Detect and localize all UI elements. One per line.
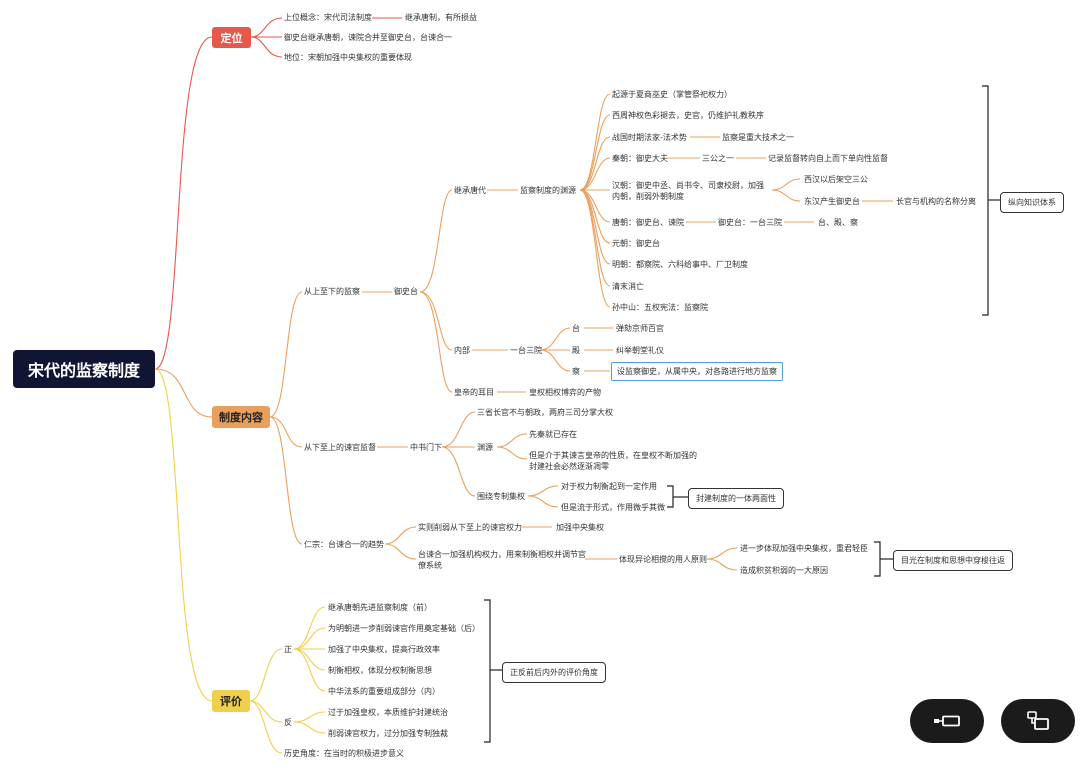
node-pre-qin[interactable]: 先秦就已存在 xyxy=(529,430,577,439)
node-origin[interactable]: 监察制度的渊源 xyxy=(520,186,576,195)
node-renzong[interactable]: 仁宗：台谏合一的趋势 xyxy=(304,540,384,549)
node-one-platform[interactable]: 一台三院 xyxy=(510,346,542,355)
node-history-1[interactable]: 起源于夏商巫史（掌管祭祀权力） xyxy=(612,90,732,99)
summary-institution-thought[interactable]: 目光在制度和思想中穿梭往返 xyxy=(893,550,1013,571)
node-history-6b[interactable]: 台、殿、察 xyxy=(818,218,858,227)
node-neg-1[interactable]: 过于加强皇权，本质维护封建统治 xyxy=(328,708,448,717)
node-formality[interactable]: 但是流于形式，作用微乎其微 xyxy=(561,503,665,512)
node-inherit[interactable]: 继承唐制，有所损益 xyxy=(405,13,477,22)
node-history-6[interactable]: 唐朝：御史台、谏院 xyxy=(612,218,684,227)
node-history-5[interactable]: 汉朝：御史中丞、尚书令、司隶校尉，加强内朝，削弱外朝制度 xyxy=(612,181,764,201)
node-between-1[interactable]: 但是介于其谏言皇帝的性质，在皇权不断加强的 xyxy=(529,451,697,460)
node-court-dian[interactable]: 殿 xyxy=(572,346,580,355)
node-positive[interactable]: 正 xyxy=(284,645,292,654)
node-pos-3[interactable]: 加强了中央集权，提高行政效率 xyxy=(328,645,440,654)
node-history-5b[interactable]: 东汉产生御史台 xyxy=(804,197,860,206)
node-history-2[interactable]: 西周神权色彩褪去，史官，仍维护礼教秩序 xyxy=(612,111,764,120)
node-pos-1[interactable]: 继承唐朝先进监察制度（前） xyxy=(328,603,432,612)
node-history-4[interactable]: 秦朝：御史大夫 xyxy=(612,154,668,163)
node-emperor-eyes[interactable]: 皇帝的耳目 xyxy=(454,388,494,397)
node-inherit-tang[interactable]: 继承唐代 xyxy=(454,186,486,195)
node-checks[interactable]: 对于权力制衡起到一定作用 xyxy=(561,482,657,491)
node-merge[interactable]: 御史台继承唐朝，谏院合并至御史台，台谏合一 xyxy=(284,33,452,42)
layout-icon xyxy=(1027,711,1049,730)
root-node[interactable]: 宋代的监察制度 xyxy=(13,350,155,388)
collapse-icon xyxy=(934,715,960,727)
node-history-9[interactable]: 清末消亡 xyxy=(612,282,644,291)
node-court-cha[interactable]: 察 xyxy=(572,367,580,376)
node-concept[interactable]: 上位概念：宋代司法制度 xyxy=(284,13,372,22)
node-three-provinces[interactable]: 三省长官不与朝政，两府三司分掌大权 xyxy=(477,408,613,417)
node-history-5c[interactable]: 长官与机构的名称分离 xyxy=(896,197,976,206)
node-merge-2[interactable]: 僚系统 xyxy=(418,561,442,570)
node-evaluation[interactable]: 评价 xyxy=(212,690,250,712)
node-between-2[interactable]: 封建社会必然逐渐凋零 xyxy=(529,462,609,471)
node-court-tai-desc[interactable]: 弹劾京师百官 xyxy=(616,324,664,333)
node-history-3[interactable]: 战国时期法家-法术势 xyxy=(612,133,687,142)
node-pos-2[interactable]: 为明朝进一步削弱谏官作用奠定基础（后） xyxy=(328,624,480,633)
node-merge-1[interactable]: 台谏合一加强机构权力，用来制衡相权并调节官 xyxy=(418,550,586,559)
node-emperor-eyes-desc[interactable]: 皇权相权博弈的产物 xyxy=(529,388,601,397)
layout-button[interactable] xyxy=(1001,699,1075,743)
node-history-10[interactable]: 孙中山：五权宪法：监察院 xyxy=(612,303,708,312)
node-court-dian-desc[interactable]: 纠举朝堂礼仪 xyxy=(616,346,664,355)
node-history-6a[interactable]: 御史台：一台三院 xyxy=(718,218,782,227)
node-top-down[interactable]: 从上至下的监察 xyxy=(304,287,360,296)
node-further[interactable]: 进一步体现加强中央集权，重君轻臣 xyxy=(740,544,868,553)
node-history-7[interactable]: 元朝：御史台 xyxy=(612,239,660,248)
summary-vertical[interactable]: 纵向知识体系 xyxy=(1000,192,1064,213)
node-reflect[interactable]: 体现异论相搅的用人原则 xyxy=(619,555,707,564)
node-court-tai[interactable]: 台 xyxy=(572,324,580,333)
summary-eval-angle[interactable]: 正反前后内外的评价角度 xyxy=(502,662,606,683)
node-around-autocracy[interactable]: 围绕专制集权 xyxy=(477,492,525,501)
node-history-4b[interactable]: 记录监督转向自上而下单向性监督 xyxy=(768,154,888,163)
node-censorate[interactable]: 御史台 xyxy=(394,287,418,296)
node-content[interactable]: 制度内容 xyxy=(212,406,270,428)
node-neg-2[interactable]: 削弱谏官权力，过分加强专制独裁 xyxy=(328,729,448,738)
node-source[interactable]: 渊源 xyxy=(477,443,493,452)
node-history-3a[interactable]: 监察是重大技术之一 xyxy=(722,133,794,142)
summary-feudal-duality[interactable]: 封建制度的一体两面性 xyxy=(688,488,784,509)
node-status[interactable]: 地位：宋朝加强中央集权的重要体现 xyxy=(284,53,412,62)
node-court-cha-desc[interactable]: 设监察御史，从属中央，对各路进行地方监察 xyxy=(611,362,783,381)
node-bottom-up[interactable]: 从下至上的谏官监督 xyxy=(304,443,376,452)
node-negative[interactable]: 反 xyxy=(284,718,292,727)
node-history-5a[interactable]: 西汉以后架空三公 xyxy=(804,175,868,184)
node-pos-4[interactable]: 制衡相权，体现分权制衡思想 xyxy=(328,666,432,675)
node-positioning[interactable]: 定位 xyxy=(212,27,251,48)
node-pos-5[interactable]: 中华法系的重要组成部分（内） xyxy=(328,687,440,696)
node-accum[interactable]: 造成积贫积弱的一大原因 xyxy=(740,566,828,575)
node-history-8[interactable]: 明朝：都察院、六科给事中、厂卫制度 xyxy=(612,260,748,269)
node-strengthen[interactable]: 加强中央集权 xyxy=(556,523,604,532)
node-zhongshu[interactable]: 中书门下 xyxy=(410,443,442,452)
node-weaken[interactable]: 实则削弱从下至上的谏官权力 xyxy=(418,523,522,532)
collapse-button[interactable] xyxy=(910,699,984,743)
node-historical[interactable]: 历史角度：在当时的积极进步意义 xyxy=(284,749,404,758)
node-internal[interactable]: 内部 xyxy=(454,346,470,355)
node-history-4a[interactable]: 三公之一 xyxy=(702,154,734,163)
